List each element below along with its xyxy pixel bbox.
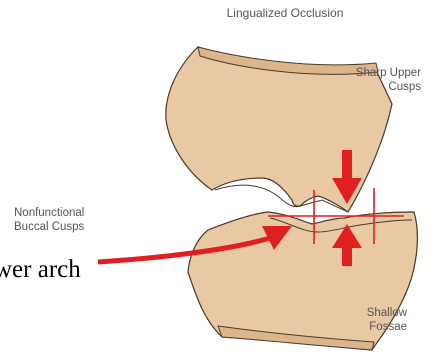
label-line: Cusps: [356, 80, 421, 94]
nonfunctional-buccal-cusps-label: Nonfunctional Buccal Cusps: [14, 206, 84, 234]
label-line: Buccal Cusps: [14, 220, 84, 234]
sharp-upper-cusps-label: Sharp Upper Cusps: [356, 66, 421, 94]
diagram-title: Lingualized Occlusion: [170, 6, 400, 20]
caption-text: wer arch: [0, 256, 81, 284]
shallow-fossae-label: Shallow Fossae: [367, 306, 407, 334]
label-line: Sharp Upper: [356, 66, 421, 80]
label-line: Nonfunctional: [14, 206, 84, 220]
label-line: Shallow: [367, 306, 407, 320]
label-line: Fossae: [367, 320, 407, 334]
